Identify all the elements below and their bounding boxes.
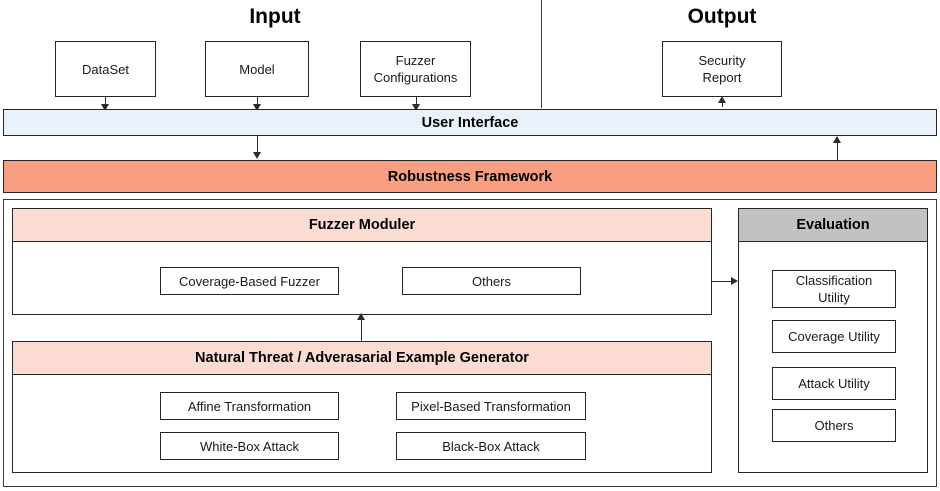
node-evaluation-others[interactable]: Others [772,409,896,442]
panel-evaluation-header: Evaluation [739,209,927,242]
panel-evaluation-header-label: Evaluation [796,217,870,233]
connector-fuzzerconfig-to-ui [416,97,417,106]
node-affine-transformation-label: Affine Transformation [187,398,312,414]
node-classification-utility-label: Classification Utility [795,273,873,305]
arrowhead-model-to-ui [253,104,261,111]
input-node-dataset[interactable]: DataSet [55,41,156,97]
connector-framework-to-ui [837,138,838,160]
panel-fuzzer-moduler-header-label: Fuzzer Moduler [308,217,416,233]
connector-fuzzer-to-evaluation [712,281,732,282]
banner-robustness-framework[interactable]: Robustness Framework [3,160,937,193]
node-white-box-attack[interactable]: White-Box Attack [160,432,339,460]
node-pixel-based-transformation[interactable]: Pixel-Based Transformation [396,392,586,420]
panel-fuzzer-moduler-header: Fuzzer Moduler [13,209,711,242]
input-section-title: Input [249,5,301,28]
arrowhead-fuzzerconfig-to-ui [412,104,420,111]
panel-threat-generator-header-label: Natural Threat / Adverasarial Example Ge… [195,350,529,366]
node-fuzzer-others-label: Others [471,273,511,289]
connector-model-to-ui [257,97,258,106]
arrowhead-dataset-to-ui [101,104,109,111]
output-node-security-report[interactable]: Security Report [662,41,782,97]
input-node-dataset-label: DataSet [82,61,129,77]
input-node-model-label: Model [239,61,275,77]
node-attack-utility-label: Attack Utility [798,376,870,391]
panel-threat-generator-header: Natural Threat / Adverasarial Example Ge… [13,342,711,375]
arrowhead-ui-to-security-report [718,96,726,103]
banner-robustness-framework-label: Robustness Framework [387,168,553,185]
input-output-divider [541,0,542,108]
banner-user-interface[interactable]: User Interface [3,109,937,136]
connector-ui-to-framework [257,136,258,156]
output-section-title: Output [687,5,757,28]
input-node-model[interactable]: Model [205,41,309,97]
panel-fuzzer-moduler: Fuzzer Moduler [12,208,712,315]
node-coverage-utility-label: Coverage Utility [788,329,880,344]
output-node-security-report-label: Security Report [698,53,746,85]
arrowhead-ui-to-framework [253,152,261,159]
node-coverage-utility[interactable]: Coverage Utility [772,320,896,353]
node-classification-utility[interactable]: Classification Utility [772,270,896,308]
node-white-box-attack-label: White-Box Attack [200,438,299,454]
node-affine-transformation[interactable]: Affine Transformation [160,392,339,420]
connector-dataset-to-ui [105,97,106,106]
panel-threat-generator: Natural Threat / Adverasarial Example Ge… [12,341,712,473]
node-coverage-based-fuzzer[interactable]: Coverage-Based Fuzzer [160,267,339,295]
node-black-box-attack-label: Black-Box Attack [442,438,540,454]
node-black-box-attack[interactable]: Black-Box Attack [396,432,586,460]
arrowhead-framework-to-ui [833,136,841,143]
input-node-fuzzer-configurations-label: Fuzzer Configurations [373,53,458,85]
node-evaluation-others-label: Others [814,418,854,433]
arrowhead-fuzzer-to-evaluation [731,277,738,285]
connector-generator-to-fuzzer [361,315,362,342]
input-node-fuzzer-configurations[interactable]: Fuzzer Configurations [360,41,471,97]
node-coverage-based-fuzzer-label: Coverage-Based Fuzzer [179,273,320,289]
node-pixel-based-transformation-label: Pixel-Based Transformation [411,398,571,414]
banner-user-interface-label: User Interface [421,114,519,131]
node-fuzzer-others[interactable]: Others [402,267,581,295]
arrowhead-generator-to-fuzzer [357,313,365,320]
node-attack-utility[interactable]: Attack Utility [772,367,896,400]
